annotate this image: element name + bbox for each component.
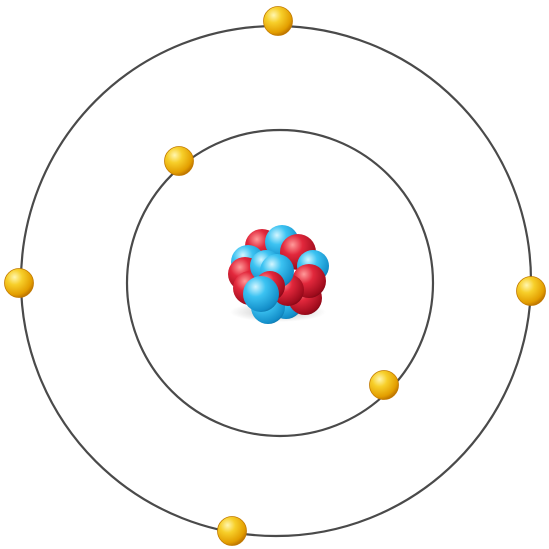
electron	[217, 516, 247, 546]
electron	[369, 370, 399, 400]
electron	[4, 268, 34, 298]
outer-shell-electrons	[4, 6, 546, 546]
inner-shell-electrons	[164, 146, 399, 400]
neutron	[243, 276, 279, 312]
inner-orbit-ring	[125, 128, 435, 438]
electron	[516, 276, 546, 306]
nucleus	[228, 225, 329, 324]
electron	[263, 6, 293, 36]
electron	[164, 146, 194, 176]
